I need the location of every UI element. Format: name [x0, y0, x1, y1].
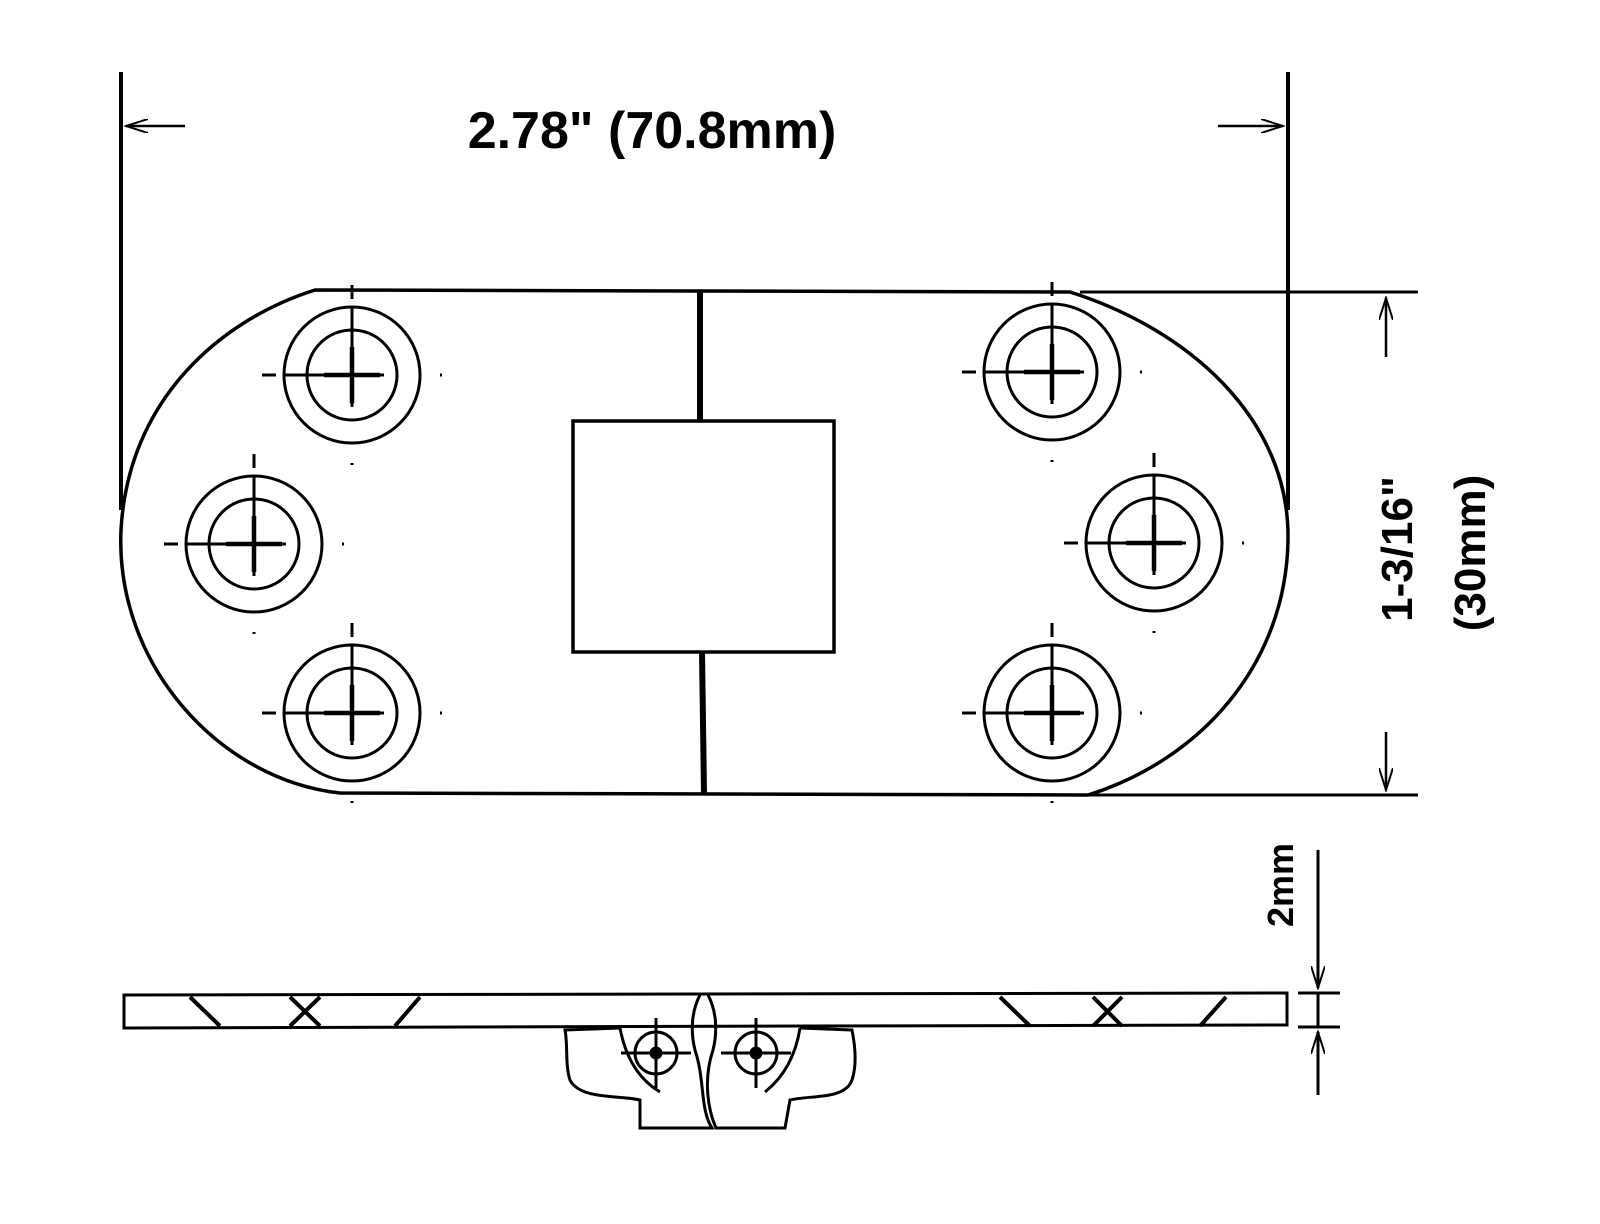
screw-holes	[164, 282, 1244, 803]
width-dimension: 1-3/16" (30mm)	[1080, 290, 1495, 797]
thickness-dimension: 2mm	[1260, 843, 1340, 1095]
width-label-metric: (30mm)	[1446, 475, 1495, 632]
pivot-mechanism	[563, 994, 857, 1130]
thickness-label: 2mm	[1260, 843, 1301, 927]
countersink-hatch-left	[188, 995, 422, 1028]
side-plate-outline	[122, 991, 1289, 1030]
screw-hole-right-middle	[1064, 453, 1244, 633]
hinge-side-view	[122, 991, 1289, 1130]
screw-hole-left-top	[262, 285, 442, 465]
center-hinge-block	[571, 419, 836, 654]
knuckle-line-lower	[699, 651, 707, 794]
width-label-imperial: 1-3/16"	[1373, 476, 1422, 622]
length-label: 2.78" (70.8mm)	[468, 102, 837, 160]
countersink-hatch-right	[998, 995, 1228, 1028]
screw-hole-right-top	[962, 282, 1142, 462]
length-dimension: 2.78" (70.8mm)	[119, 72, 1290, 510]
screw-hole-left-bottom	[262, 623, 442, 803]
screw-hole-right-bottom	[962, 623, 1142, 803]
screw-hole-left-middle	[164, 454, 344, 634]
